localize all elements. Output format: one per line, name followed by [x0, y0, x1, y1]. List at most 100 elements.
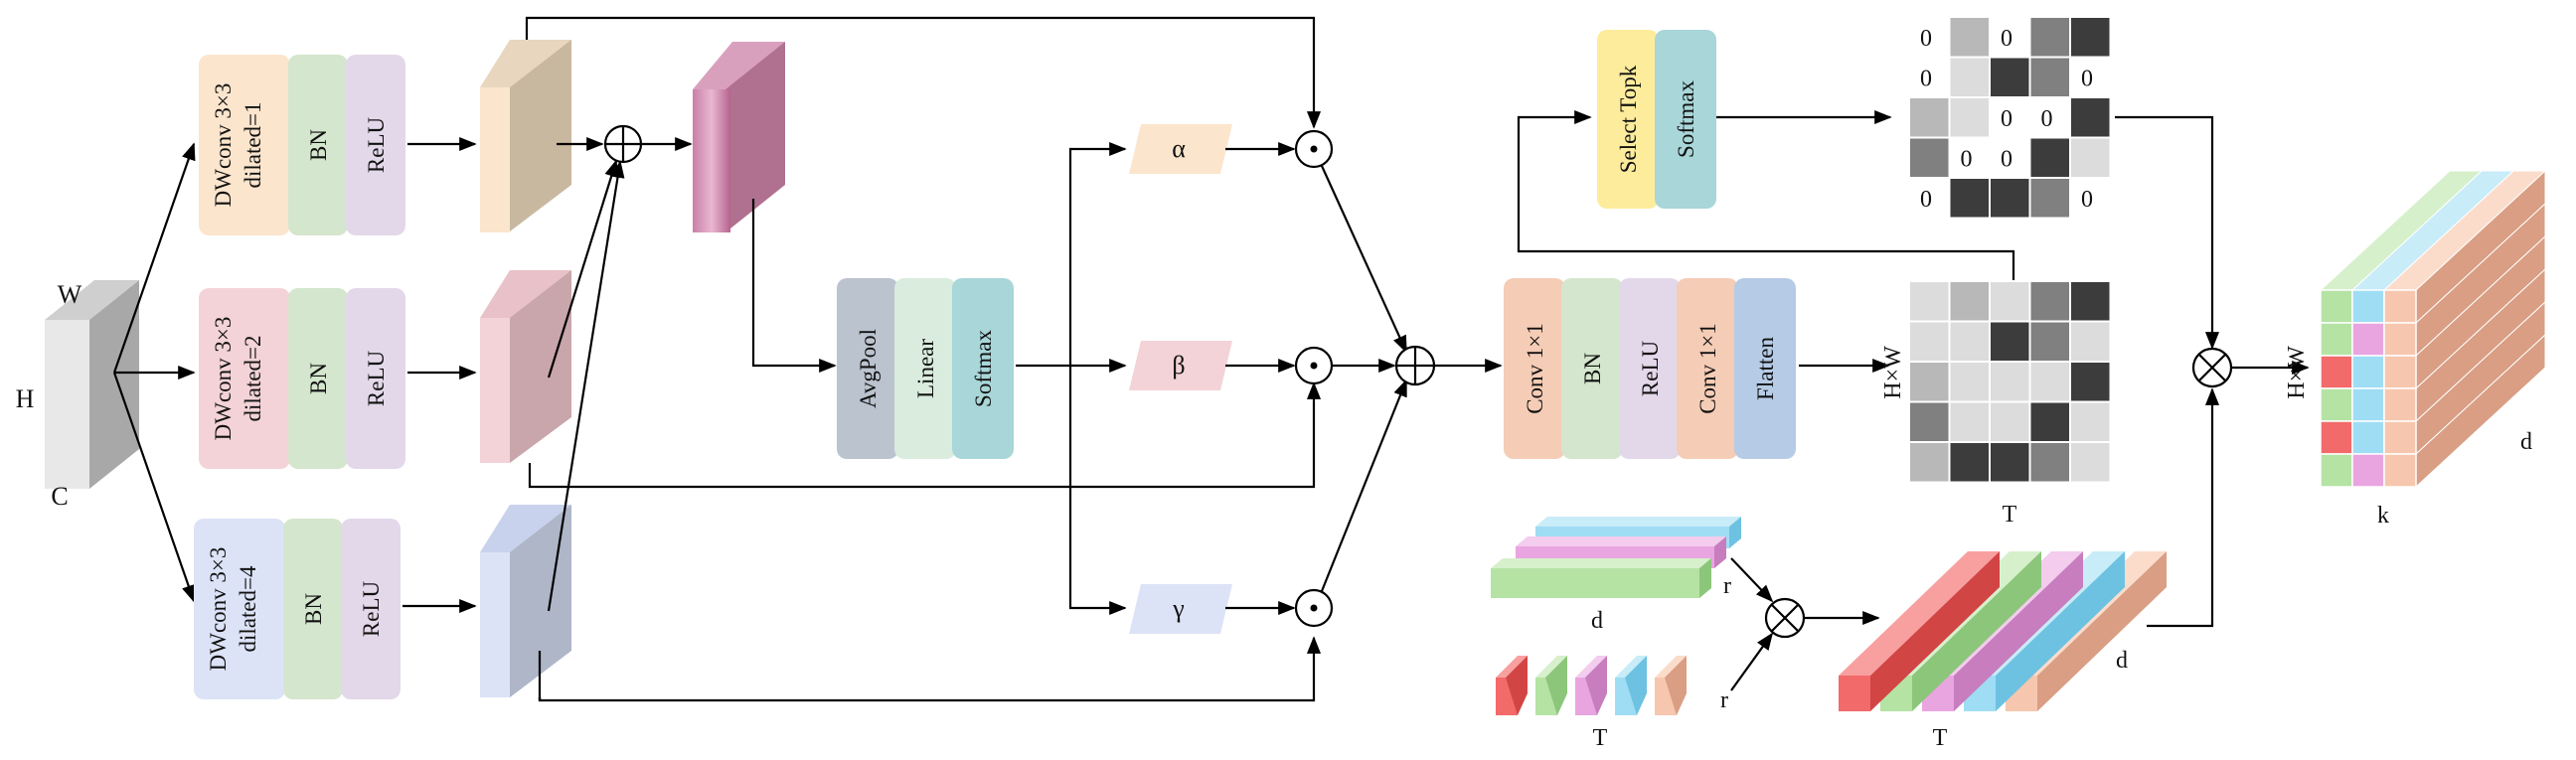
- embedding-r-bottom-label: r: [1720, 687, 1728, 713]
- gamma-label: γ: [1172, 594, 1185, 623]
- dwconv-block-1: [199, 55, 290, 235]
- select-softmax-block: [1655, 30, 1716, 209]
- merged-feature-map: [693, 42, 785, 232]
- output-tensor: [2319, 169, 2547, 489]
- attention-block: AvgPool Linear Softmax: [837, 278, 1014, 459]
- matrix-hw-label: H×W: [1880, 346, 1906, 399]
- sparse-cell: [2071, 18, 2110, 57]
- select-topk-label: Select Topk: [1616, 65, 1641, 173]
- bn-label-1: BN: [306, 129, 331, 161]
- matrix-cell: [1910, 363, 1949, 401]
- matrix-cell: [1910, 402, 1949, 441]
- cube-cell: [2320, 387, 2353, 422]
- weight-gamma: γ: [1129, 584, 1232, 634]
- head-bn-block: [1561, 278, 1623, 459]
- bn-label-3: BN: [301, 593, 326, 625]
- embed-multiply-arrows: [1730, 557, 1880, 691]
- skip-connections: [525, 16, 1322, 702]
- matrix-cell: [2030, 443, 2069, 482]
- branch-2: DWconv 3×3 dilated=2 BN ReLU: [199, 270, 571, 469]
- sparse-cell: [2071, 138, 2110, 177]
- cube-cell: [2320, 322, 2353, 357]
- dwconv-dilation-2: dilated=2: [241, 335, 265, 421]
- bn-block-3: [283, 519, 343, 699]
- td-to-multiply: [2147, 387, 2220, 628]
- sum-2-inputs: [1320, 165, 1503, 592]
- cube-cell: [2383, 322, 2417, 357]
- matrix-cell: [1950, 443, 1989, 482]
- relu-block-2: [346, 288, 405, 469]
- cube-cell: [2351, 453, 2385, 488]
- embedding-out-t-label: T: [1933, 725, 1948, 751]
- dwconv-label-3: DWconv 3×3: [206, 547, 231, 672]
- sum-1-inputs: [547, 136, 693, 612]
- cube-cell: [2351, 387, 2385, 422]
- topk-feedback-line: [1517, 109, 2015, 280]
- embedding-out-d-label: d: [2116, 648, 2128, 674]
- branch-3: DWconv 3×3 dilated=4 BN ReLU: [194, 505, 571, 699]
- td-bar-top: [1839, 551, 2000, 676]
- sparse-zero: 0: [2001, 147, 2012, 173]
- td-bar-front: [1839, 676, 1870, 711]
- sparse-cell: [1950, 58, 1989, 96]
- matrix-cell: [2071, 443, 2110, 482]
- sparse-zero: 0: [2041, 106, 2053, 132]
- relu-label-2: ReLU: [364, 351, 389, 407]
- conv2-block: [1677, 278, 1738, 459]
- cube-cell: [2320, 355, 2353, 389]
- matrix-cell: [1910, 282, 1949, 321]
- sparse-zero: 0: [1961, 147, 1973, 173]
- head-bn-label: BN: [1580, 353, 1605, 384]
- embedding-t-d: [1839, 551, 2167, 711]
- sparse-cell: [2030, 58, 2069, 96]
- input-h-label: H: [16, 384, 35, 413]
- embedding-t-label: T: [1593, 725, 1608, 751]
- matrix-cell: [1991, 443, 2029, 482]
- matrix-cell: [1910, 443, 1949, 482]
- cube-cell: [2383, 355, 2417, 389]
- sparse-cell: [2030, 138, 2069, 177]
- flatten-label: Flatten: [1753, 337, 1778, 400]
- dwconv-label-1: DWconv 3×3: [211, 83, 236, 208]
- cube-cell: [2383, 387, 2417, 422]
- select-topk-block: [1597, 30, 1659, 209]
- softmax-label: Softmax: [971, 330, 996, 407]
- dwconv-dilation-1: dilated=1: [241, 101, 265, 188]
- cube-cell: [2383, 289, 2417, 324]
- embedding-d-label: d: [1591, 608, 1603, 634]
- matrix-cell: [2030, 282, 2069, 321]
- sum-node-1: [603, 124, 643, 164]
- sparse-zero: 0: [1920, 67, 1932, 92]
- td-bar-side: [1912, 551, 2041, 711]
- select-block: Select Topk Softmax: [1597, 30, 1892, 209]
- product-dots: [1310, 145, 1318, 612]
- matrix-cell: [1950, 322, 1989, 361]
- embedding-t-r: T r: [1496, 656, 1728, 751]
- sparse-cell: [1991, 58, 2029, 96]
- matrix-cell: [1950, 402, 1989, 441]
- head-block: Conv 1×1 BN ReLU Conv 1×1 Flatten: [1504, 278, 1890, 459]
- matrix-cell: [2071, 402, 2110, 441]
- sparse-cell: [1950, 18, 1989, 57]
- weight-to-product: [1225, 141, 1296, 616]
- output-hw-label: H×W: [2284, 346, 2310, 399]
- input-w-label: W: [58, 280, 82, 309]
- avgpool-block: [837, 278, 898, 459]
- input-arrows: [112, 142, 196, 603]
- sparse-zero: 0: [2001, 106, 2012, 132]
- matrix-cell: [1950, 282, 1989, 321]
- sparse-zero: 0: [2081, 187, 2093, 213]
- bn-label-2: BN: [306, 363, 331, 394]
- cube-cell: [2320, 453, 2353, 488]
- sparse-zero: 0: [1920, 26, 1932, 52]
- embedding-r-top-label: r: [1723, 573, 1731, 599]
- product-nodes: [1294, 129, 1334, 628]
- weight-beta: β: [1129, 341, 1232, 390]
- matrix-cell: [2071, 322, 2110, 361]
- input-tensor: W H C: [16, 280, 139, 511]
- sparse-zero: 0: [2081, 67, 2093, 92]
- cube-cell: [2351, 420, 2385, 455]
- relu-label-3: ReLU: [359, 581, 384, 638]
